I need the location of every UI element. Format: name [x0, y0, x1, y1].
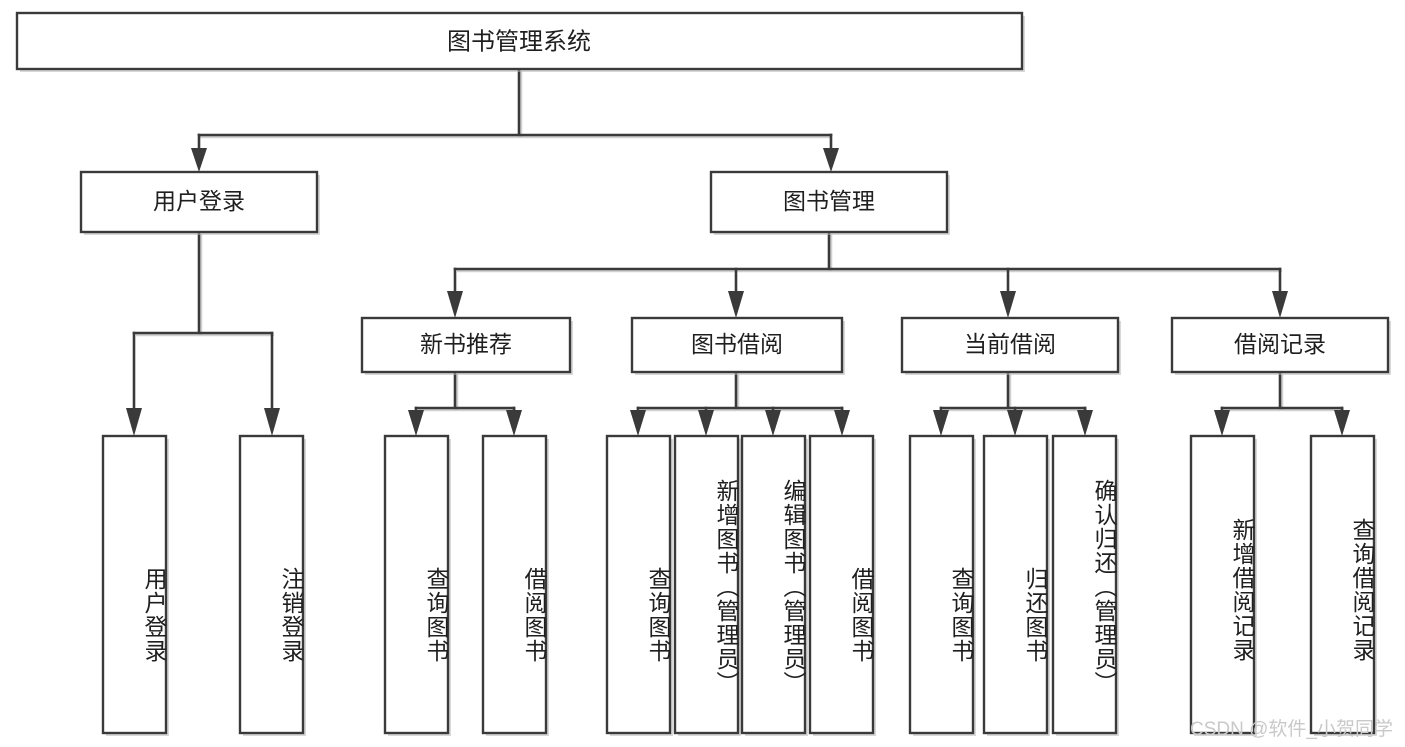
node-root-label: 图书管理系统	[447, 28, 591, 55]
arrow-head-icon	[1007, 410, 1023, 436]
node-book-management-label: 图书管理	[783, 188, 875, 214]
node-user-login-label: 用户登录	[153, 188, 245, 214]
leaf-label-query-book-recommend: 查询图书	[423, 567, 449, 663]
node-root[interactable]: 图书管理系统	[15, 11, 1025, 72]
leaf-box-borrow-book[interactable]	[808, 434, 876, 736]
connector-book-borrow-to-leaves	[630, 370, 850, 436]
leaf-label-borrow-book: 借阅图书	[848, 567, 874, 663]
arrow-head-icon	[765, 410, 781, 436]
leaf-label-query-book-borrow: 查询图书	[645, 567, 671, 663]
connector-borrow-record-to-leaves	[1214, 370, 1350, 436]
node-user-login[interactable]: 用户登录	[79, 170, 320, 235]
leaf-box-user-login[interactable]	[101, 434, 169, 736]
connector-layer	[126, 67, 1350, 436]
leaf-box-add-borrow-record[interactable]	[1189, 434, 1257, 736]
connector-book-management-to-level3	[447, 230, 1288, 318]
leaf-box-logout[interactable]	[238, 434, 306, 736]
arrow-head-icon	[728, 291, 744, 318]
node-current-borrow[interactable]: 当前借阅	[900, 316, 1121, 375]
node-borrow-record-label: 借阅记录	[1234, 331, 1326, 357]
leaf-label-query-borrow-record: 查询借阅记录	[1349, 517, 1375, 662]
leaf-box-confirm-return-admin[interactable]	[1051, 434, 1119, 736]
connector-root-to-level2	[191, 67, 839, 172]
arrow-head-icon	[264, 408, 280, 436]
node-new-book-recommend-label: 新书推荐	[420, 331, 512, 357]
arrow-head-icon	[126, 408, 142, 436]
leaf-box-return-book[interactable]	[982, 434, 1050, 736]
node-new-book-recommend[interactable]: 新书推荐	[360, 316, 573, 375]
connector-new-book-recommend-to-leaves	[408, 370, 522, 436]
arrow-head-icon	[1000, 291, 1016, 318]
leaf-label-return-book: 归还图书	[1022, 567, 1048, 663]
arrow-head-icon	[1334, 410, 1350, 436]
leaf-box-layer	[101, 434, 1377, 736]
leaf-label-add-book-admin: 新增图书（管理员）	[713, 479, 739, 695]
leaf-label-borrow-book-recommend: 借阅图书	[521, 567, 547, 663]
node-current-borrow-label: 当前借阅	[964, 331, 1056, 357]
arrow-head-icon	[1214, 410, 1230, 436]
arrow-head-icon	[1077, 410, 1093, 436]
node-borrow-record[interactable]: 借阅记录	[1170, 316, 1391, 375]
node-book-borrow[interactable]: 图书借阅	[630, 316, 845, 375]
arrow-head-icon	[933, 410, 949, 436]
arrow-head-icon	[834, 410, 850, 436]
node-book-borrow-label: 图书借阅	[691, 331, 783, 357]
leaf-label-edit-book-admin: 编辑图书（管理员）	[780, 479, 806, 695]
arrow-head-icon	[191, 148, 207, 172]
arrow-head-icon	[698, 410, 714, 436]
leaf-label-query-book-current: 查询图书	[948, 567, 974, 663]
leaf-box-query-book-recommend[interactable]	[383, 434, 451, 736]
connector-user-login-to-leaves	[126, 230, 280, 436]
arrow-head-icon	[1272, 291, 1288, 318]
leaf-label-add-borrow-record: 新增借阅记录	[1229, 517, 1255, 662]
leaf-box-query-book-borrow[interactable]	[605, 434, 673, 736]
leaf-box-add-book-admin[interactable]	[673, 434, 741, 736]
arrow-head-icon	[506, 410, 522, 436]
node-book-management[interactable]: 图书管理	[709, 170, 950, 235]
leaf-label-logout: 注销登录	[278, 567, 304, 663]
arrow-head-icon	[408, 410, 424, 436]
arrow-head-icon	[630, 410, 646, 436]
leaf-box-edit-book-admin[interactable]	[740, 434, 808, 736]
leaf-box-borrow-book-recommend[interactable]	[481, 434, 549, 736]
connector-current-borrow-to-leaves	[933, 370, 1093, 436]
csdn-watermark: CSDN @软件_小贺同学	[1190, 719, 1393, 740]
leaf-label-confirm-return-admin: 确认归还（管理员）	[1091, 479, 1117, 695]
arrow-head-icon	[823, 148, 839, 172]
leaf-box-query-borrow-record[interactable]	[1309, 434, 1377, 736]
leaf-box-query-book-current[interactable]	[908, 434, 976, 736]
leaf-label-user-login: 用户登录	[141, 567, 167, 663]
arrow-head-icon	[447, 291, 463, 318]
